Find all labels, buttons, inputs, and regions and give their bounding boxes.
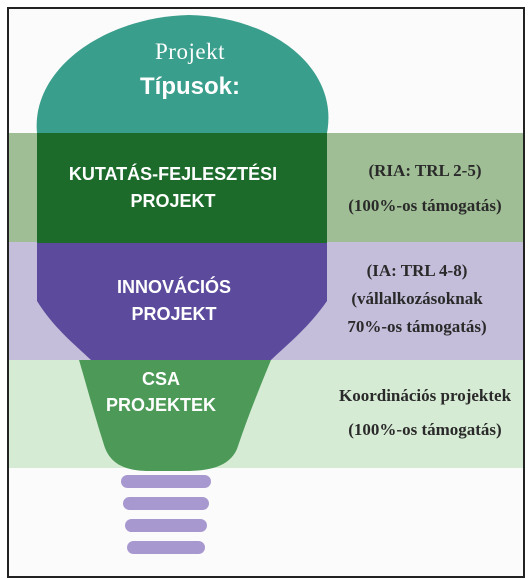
innovation-project-label: INNOVÁCIÓS PROJEKT (39, 274, 309, 328)
csa-project-label-line: CSA (141, 369, 180, 389)
bulb-section-csa (79, 360, 271, 471)
bulb-base-stripe (123, 497, 209, 510)
csa-project-label-line: PROJEKTEK (105, 395, 217, 415)
ria-detail-line: (RIA: TRL 2-5) (368, 161, 482, 180)
ia-detail-line: 70%-os támogatás) (347, 317, 487, 336)
bulb-title-line2: Típusok: (140, 73, 240, 100)
csa-detail-line: (100%-os támogatás) (348, 420, 502, 439)
bulb-section-innovation (37, 243, 327, 360)
rd-project-label: KUTATÁS-FEJLESZTÉSI PROJEKT (25, 161, 321, 215)
ia-detail-text: (IA: TRL 4-8) (vállalkozásoknak 70%-os t… (327, 257, 507, 341)
ia-detail-line: (vállalkozásoknak (351, 289, 483, 308)
bulb-base-stripe (127, 541, 205, 554)
bulb-base-stripe (125, 519, 207, 532)
csa-detail-line: Koordinációs projektek (338, 386, 512, 405)
ria-detail-text: (RIA: TRL 2-5) (100%-os támogatás) (327, 153, 523, 223)
bulb-title-line1: Projekt (155, 39, 225, 64)
innovation-project-label-line: PROJEKT (131, 304, 217, 324)
csa-detail-text: Koordinációs projektek (100%-os támogatá… (327, 379, 523, 447)
lightbulb-graphic (36, 15, 329, 554)
diagram-frame: Projekt Típusok: KUTATÁS-FEJLESZTÉSI PRO… (7, 7, 525, 578)
rd-project-label-line: PROJEKT (130, 191, 216, 211)
innovation-project-label-line: INNOVÁCIÓS (116, 277, 231, 297)
csa-project-label: CSA PROJEKTEK (81, 366, 241, 418)
ria-detail-line: (100%-os támogatás) (348, 196, 502, 215)
rd-project-label-line: KUTATÁS-FEJLESZTÉSI (68, 164, 278, 184)
bulb-section-rd (37, 133, 327, 243)
ia-detail-line: (IA: TRL 4-8) (366, 261, 468, 280)
bulb-base-stripe (121, 475, 211, 488)
bulb-dome (36, 15, 329, 133)
